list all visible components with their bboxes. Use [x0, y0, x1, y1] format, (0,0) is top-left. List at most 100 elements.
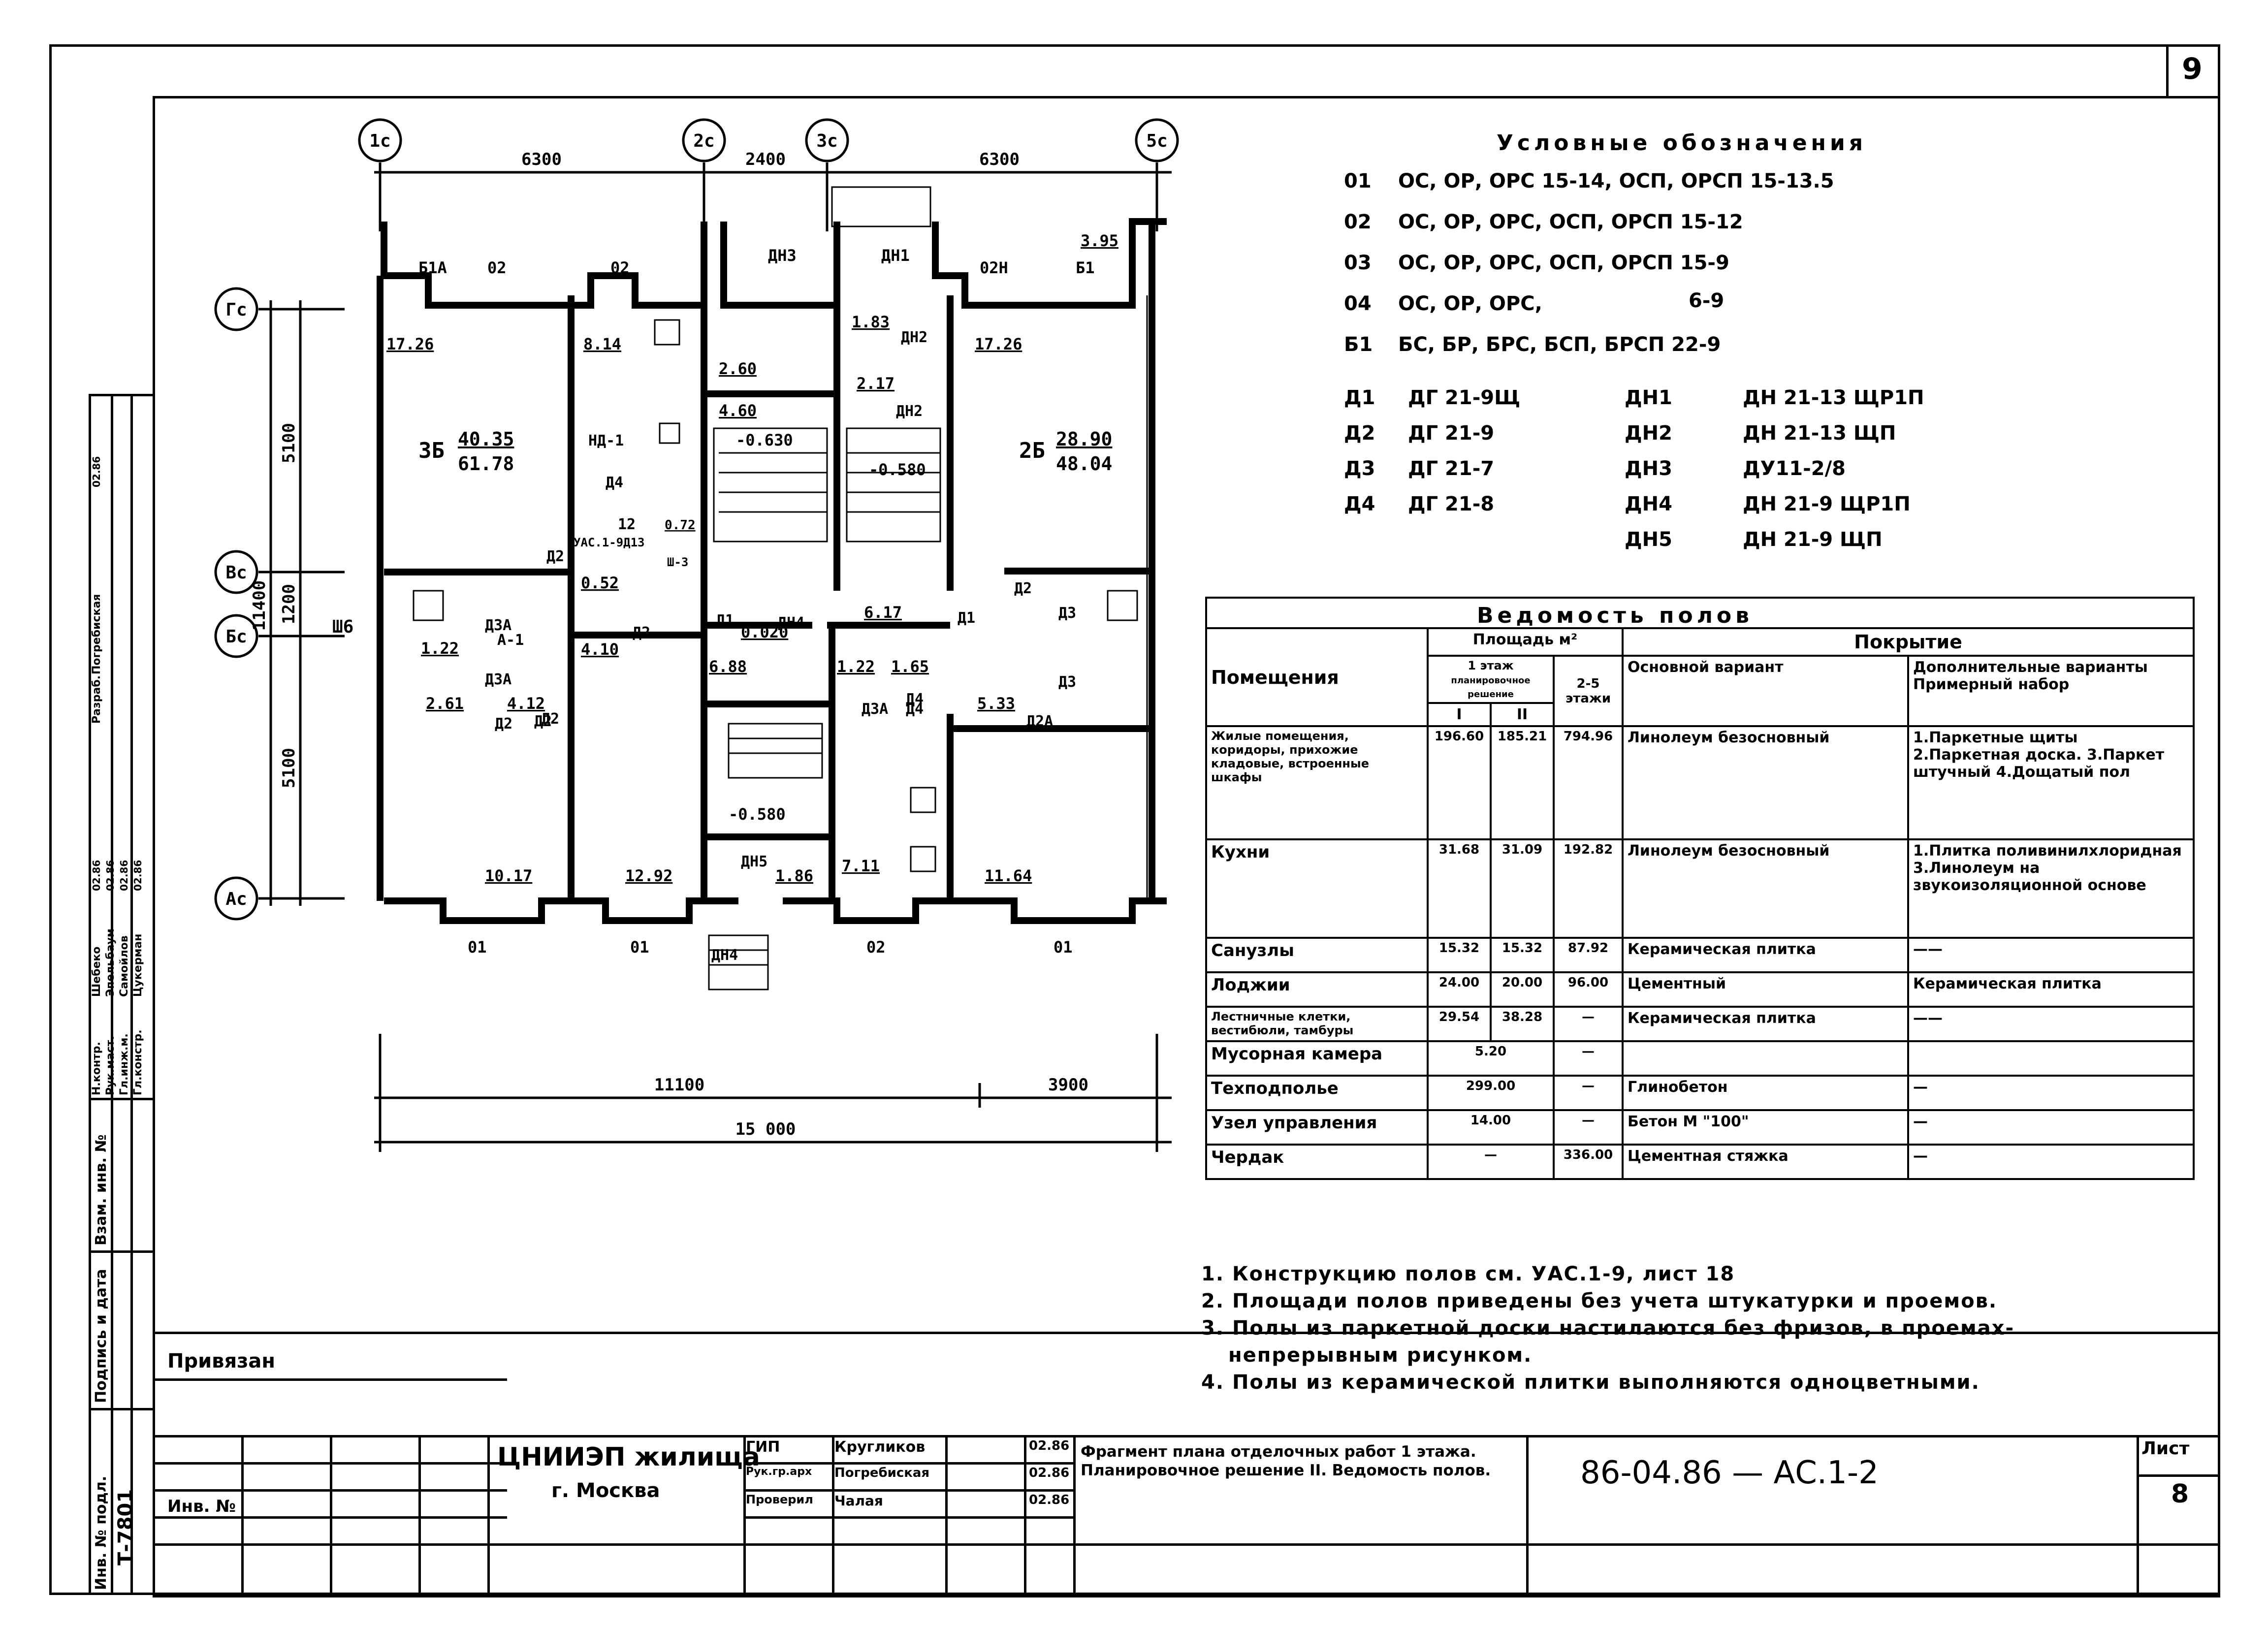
dim-top-2: 2400: [745, 150, 786, 169]
misc-label: Ш-3: [667, 555, 688, 569]
level-mark: -0.580: [869, 460, 926, 479]
stamp-date: 02.86: [104, 860, 116, 891]
legend-door-code: Д2: [1344, 422, 1375, 445]
legend-door-code: ДН5: [1625, 528, 1672, 551]
room-area: 1.22: [421, 639, 459, 658]
door-label: Д3А: [485, 617, 511, 634]
floor-cell: Глинобетон: [1622, 1075, 1909, 1111]
door-label: ДН4: [778, 614, 804, 632]
room-area: 17.26: [386, 335, 434, 353]
side-stamp: [89, 394, 155, 1595]
floor-cell: —: [1553, 1006, 1624, 1042]
floor-cell: Санузлы: [1205, 937, 1429, 973]
axis-label-Ac: Ас: [225, 889, 247, 909]
th-rooms: Помещения: [1205, 627, 1429, 727]
room-area: 4.10: [581, 640, 619, 659]
ruk-label: Рук.гр.арх: [746, 1466, 812, 1478]
dim-left-2: 1200: [279, 584, 299, 624]
legend-door-code: ДН4: [1625, 493, 1672, 515]
floor-cell: Техподполье: [1205, 1075, 1429, 1111]
floor-cell: 794.96: [1553, 725, 1624, 840]
stamp-date: 02.86: [118, 860, 130, 891]
sheet-number: 8: [2171, 1479, 2189, 1509]
org-city: г. Москва: [551, 1479, 660, 1502]
dim-left-3: 5100: [279, 748, 299, 788]
room-area: 0.020: [741, 623, 788, 641]
apt-right-den: 48.04: [1056, 453, 1112, 475]
level-mark: -0.630: [736, 431, 793, 449]
apt-right-num: 28.90: [1056, 428, 1112, 450]
stamp-col-inv: Инв. № подл.: [93, 1475, 110, 1590]
room-area: 6.88: [709, 657, 747, 676]
org-name: ЦНИИЭП жилища: [497, 1442, 760, 1472]
dim-left-total: 11400: [250, 580, 269, 631]
floor-cell: 196.60: [1427, 725, 1492, 840]
privyazan-label: Привязан: [167, 1350, 276, 1373]
floor-cell: Узел управления: [1205, 1109, 1429, 1146]
stamp-role: Гл.констр.: [132, 1029, 144, 1095]
window-label-bottom: 01: [630, 938, 649, 957]
legend-window-code: Б1: [1344, 333, 1373, 356]
window-label-top: 02Н: [980, 258, 1008, 277]
legend-window-desc: ОС, ОР, ОРС, ОСП, ОРСП 15-12: [1398, 211, 1743, 233]
stamp-role: Гл.инж.м.: [118, 1033, 130, 1095]
gip-date: 02.86: [1029, 1438, 1070, 1453]
legend-door-desc: ДГ 21-7: [1408, 457, 1495, 480]
legend-window-desc: ОС, ОР, ОРС 15-14, ОСП, ОРСП 15-13.5: [1398, 170, 1834, 192]
room-area: 2.17: [857, 374, 894, 393]
stamp-razrab-date: 02.86: [91, 456, 102, 487]
legend-title: Условные обозначения: [1497, 130, 1867, 156]
th-plan-2: II: [1490, 702, 1555, 727]
prov-date: 02.86: [1029, 1493, 1070, 1507]
legend-window-code: 02: [1344, 211, 1372, 233]
window-label-top: Б1: [1076, 258, 1095, 277]
axis-label-1c: 1с: [369, 131, 390, 151]
room-area: 4.60: [719, 401, 757, 420]
stamp-razrab-name: Погребиская: [91, 594, 103, 674]
floor-cell: ——: [1907, 1006, 2195, 1042]
floor-cell: 299.00: [1427, 1075, 1555, 1111]
inner-frame: [153, 96, 2220, 1595]
door-label: ДН2: [901, 329, 927, 346]
stamp-role: Рук.маст.: [104, 1036, 117, 1095]
window-label-top: 02: [610, 258, 630, 277]
window-label-top: 02: [487, 258, 507, 277]
room-area: 2.60: [719, 359, 757, 378]
room-area: 6.17: [864, 603, 902, 622]
floor-cell: Керамическая плитка: [1622, 937, 1909, 973]
floor-cell: Цементный: [1622, 971, 1909, 1008]
th-cover: Покрытие: [1622, 627, 2195, 657]
legend-door-desc: ДН 21-13 ЩР1П: [1743, 386, 1924, 409]
legend-door-desc: ДГ 21-9Щ: [1408, 386, 1521, 409]
floor-cell: Лоджии: [1205, 971, 1429, 1008]
th-main: Основной вариант: [1622, 655, 1909, 727]
legend-door-code: ДН3: [1625, 457, 1672, 480]
room-area: 1.22: [837, 657, 875, 676]
note-3-cont: непрерывным рисунком.: [1228, 1344, 1533, 1367]
stamp-name: Эпельбаум: [104, 928, 117, 997]
legend-window-04-size: 6-9: [1689, 289, 1725, 312]
floor-cell: 336.00: [1553, 1144, 1624, 1180]
floor-cell: 15.32: [1490, 937, 1555, 973]
door-label: Д3: [1058, 673, 1076, 691]
dim-left-1: 5100: [279, 423, 299, 463]
dim-bottom-total: 15 000: [735, 1119, 796, 1139]
floor-cell: 87.92: [1553, 937, 1624, 973]
th-plan-1: I: [1427, 702, 1492, 727]
door-label: Д2: [633, 624, 650, 641]
apt-left-den: 61.78: [458, 453, 514, 475]
room-area: 5.33: [977, 694, 1015, 713]
legend-window-desc: ОС, ОР, ОРС, ОСП, ОРСП 15-9: [1398, 252, 1729, 274]
legend-door-code: ДН1: [1625, 386, 1672, 409]
legend-window-code: 04: [1344, 292, 1372, 315]
room-area: 3.95: [1081, 231, 1118, 250]
room-area: 0.52: [581, 574, 619, 592]
floor-cell: Бетон М "100": [1622, 1109, 1909, 1146]
window-label-top: ДН1: [881, 246, 910, 265]
floor-cell: Лестничные клетки, вестибюли, тамбуры: [1205, 1006, 1429, 1042]
dim-top-1: 6300: [521, 150, 562, 169]
